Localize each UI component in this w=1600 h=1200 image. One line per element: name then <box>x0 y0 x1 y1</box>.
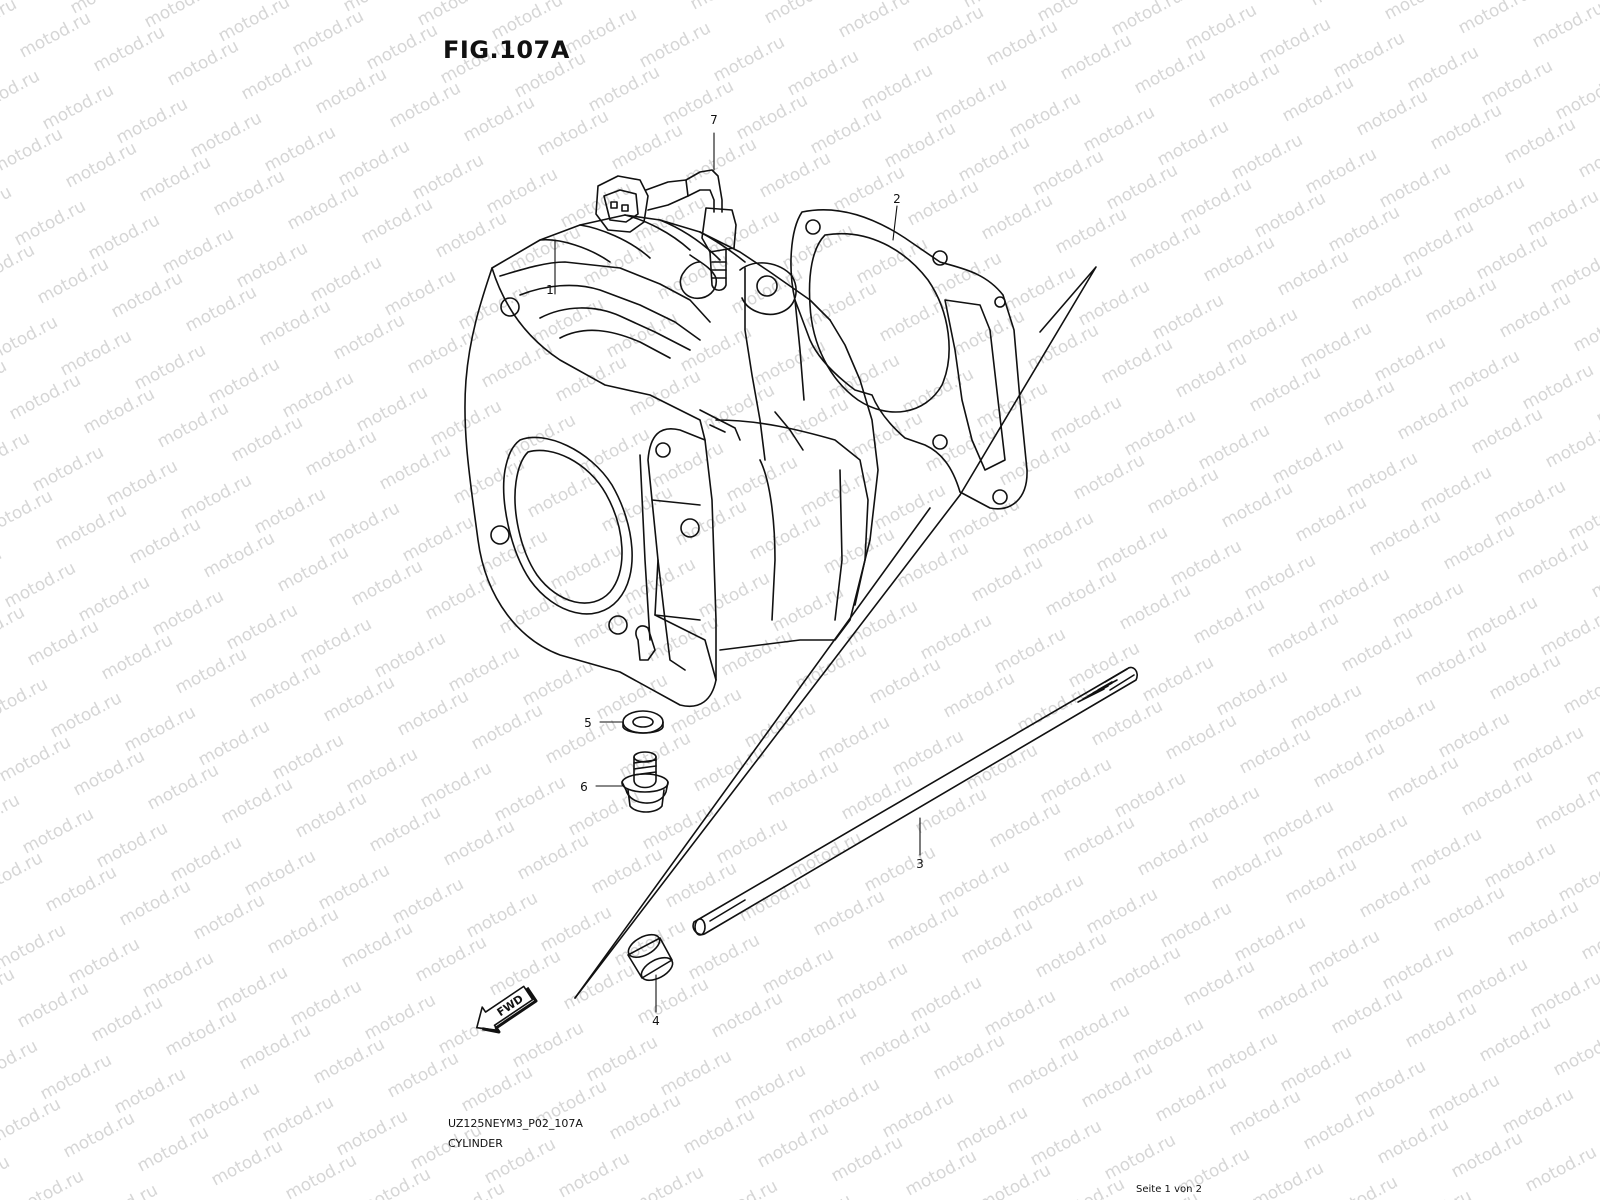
assembly-guide-lines <box>574 266 1097 999</box>
figure-title: FIG.107A <box>443 36 570 64</box>
callout-6: 6 <box>580 780 588 794</box>
fwd-arrow-icon: FWD <box>475 985 538 1034</box>
part-6-bolt <box>621 751 669 813</box>
part-2-gasket <box>790 209 1028 510</box>
part-7-sensor <box>595 169 737 292</box>
part-1-cylinder <box>464 214 879 707</box>
callout-2: 2 <box>893 192 901 206</box>
callout-labels: 1 2 3 4 5 6 7 <box>546 113 924 1028</box>
leader-lines <box>554 132 921 1013</box>
callout-4: 4 <box>652 1014 660 1028</box>
callout-7: 7 <box>710 113 718 127</box>
figure-code: UZ125NEYM3_P02_107A <box>448 1117 583 1130</box>
figure-caption: CYLINDER <box>448 1137 503 1150</box>
page-number: Seite 1 von 2 <box>1136 1184 1202 1195</box>
part-5-washer <box>622 710 664 734</box>
part-4-dowel-pin <box>627 933 674 982</box>
callout-3: 3 <box>916 857 924 871</box>
part-3-stud-bolt <box>692 666 1138 936</box>
callout-1: 1 <box>546 283 554 297</box>
callout-5: 5 <box>584 716 592 730</box>
